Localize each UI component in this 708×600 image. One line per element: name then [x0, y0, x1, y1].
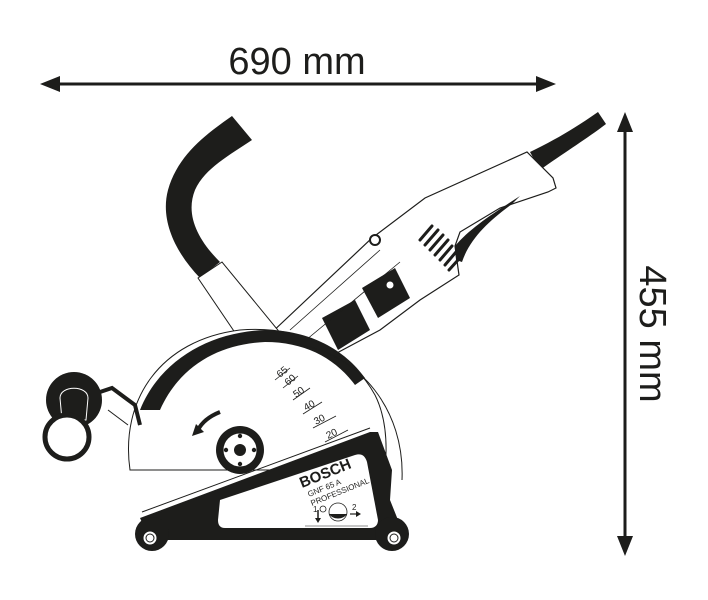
- front-grip: [42, 372, 142, 462]
- depth-mark-20: 20: [325, 427, 340, 442]
- roller-right: [375, 517, 409, 551]
- depth-mark-30: 30: [312, 413, 327, 428]
- extraction-hose: [165, 116, 288, 341]
- width-label: 690 mm: [228, 41, 365, 83]
- flange: [216, 426, 264, 474]
- arrow-down-icon: [617, 536, 633, 556]
- arrow-left-icon: [40, 76, 60, 92]
- lock-knob-icon: [369, 234, 381, 246]
- step-2-label: 2: [352, 503, 357, 512]
- height-dimension: 455 mm: [617, 112, 673, 556]
- height-label: 455 mm: [631, 265, 673, 402]
- arrow-right-icon: [536, 76, 556, 92]
- instruction-pictogram-icon: 1 2: [305, 502, 368, 527]
- motor-housing: [267, 151, 557, 373]
- depth-scale: 65 60 50 40 30 20: [274, 364, 349, 443]
- depth-mark-40: 40: [302, 398, 318, 413]
- base-plate: BOSCH GNF 65 A PROFESSIONAL 1 2: [140, 427, 398, 540]
- arrow-up-icon: [617, 112, 633, 132]
- power-cable: [530, 112, 606, 170]
- step-1-label: 1: [313, 505, 318, 514]
- width-dimension: 690 mm: [40, 41, 556, 92]
- vent-slots: [418, 224, 460, 272]
- roller-left: [135, 517, 169, 551]
